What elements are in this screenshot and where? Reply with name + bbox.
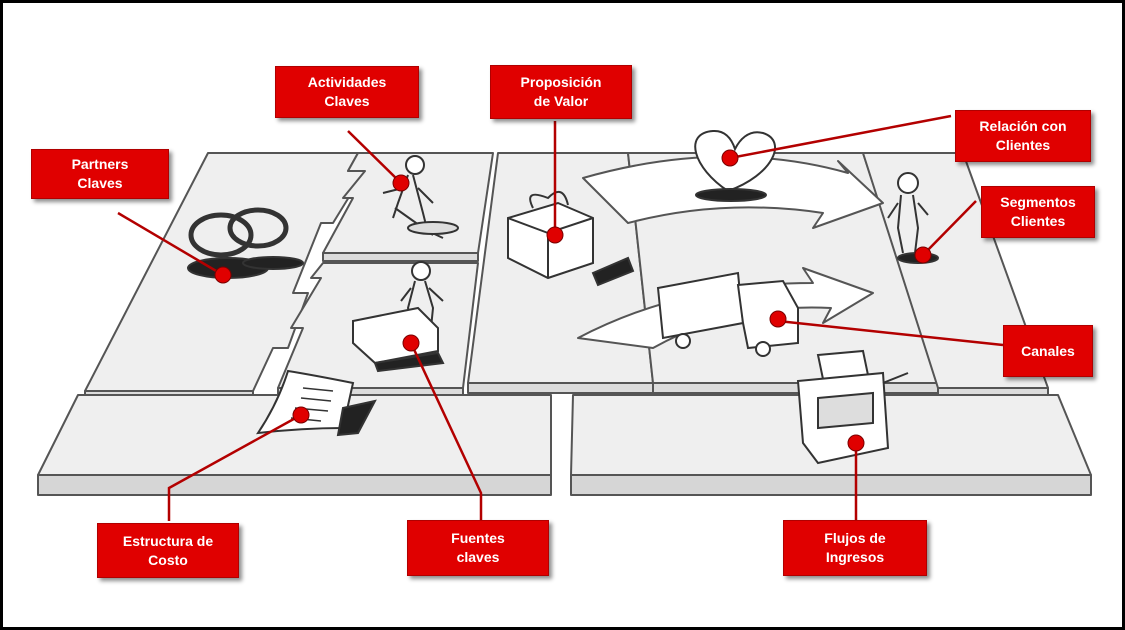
connector-segmentos	[922, 200, 977, 256]
truck-cab	[736, 279, 799, 350]
register-keypad	[817, 391, 874, 430]
gift-bow	[529, 190, 569, 209]
dot-recursos	[402, 334, 420, 352]
dot-actividades	[392, 174, 410, 192]
connector-partners	[117, 211, 224, 277]
worker-head	[405, 155, 425, 175]
customer-head	[897, 172, 919, 194]
customer-body	[887, 194, 929, 254]
canvas-board	[37, 152, 1092, 496]
connector-recursos	[409, 342, 483, 521]
label-actividades-claves: Actividades Claves	[275, 66, 419, 118]
dot-segmentos	[914, 246, 932, 264]
cost-lines	[290, 387, 334, 422]
label-flujos-de-ingresos: Flujos de Ingresos	[783, 520, 927, 576]
cost-document	[255, 369, 355, 435]
connector-costos	[167, 413, 302, 521]
connector-lines	[117, 114, 1004, 521]
label-segmentos-clientes: Segmentos Clientes	[981, 186, 1095, 238]
hole	[407, 221, 459, 235]
dot-relacion	[721, 149, 739, 167]
label-estructura-de-costo: Estructura de Costo	[97, 523, 239, 578]
canvas-illustration	[37, 114, 1092, 521]
resource-person-head	[411, 261, 431, 281]
gift-shadow	[591, 256, 635, 287]
truck-wheel-1	[675, 333, 691, 349]
block-cost-side	[37, 474, 552, 496]
register-handle	[882, 372, 909, 384]
label-proposicion-de-valor: Proposición de Valor	[490, 65, 632, 119]
label-fuentes-claves: Fuentes claves	[407, 520, 549, 576]
label-canales: Canales	[1003, 325, 1093, 377]
label-partners-claves: Partners Claves	[31, 149, 169, 199]
dot-propuesta	[546, 226, 564, 244]
worker-body	[382, 174, 434, 234]
ring-left	[188, 212, 254, 258]
resource-person-body	[400, 280, 444, 329]
block-activities-side	[322, 252, 479, 262]
connector-actividades	[347, 130, 402, 184]
dot-ingresos	[847, 434, 865, 452]
block-value-side	[467, 382, 654, 394]
dot-costos	[292, 406, 310, 424]
ring-right	[227, 207, 289, 249]
connector-relacion	[729, 114, 952, 160]
heart-shadow	[695, 188, 767, 202]
dot-partners	[214, 266, 232, 284]
rings-shadow-2	[242, 256, 304, 270]
dot-canales	[769, 310, 787, 328]
block-revenue-side	[570, 474, 1092, 496]
connector-canales	[777, 319, 1004, 347]
block-relations-side	[652, 382, 939, 394]
truck-wheel-2	[755, 341, 771, 357]
label-relacion-con-clientes: Relación con Clientes	[955, 110, 1091, 162]
cost-shadow	[336, 399, 377, 437]
connector-dots	[214, 149, 932, 452]
